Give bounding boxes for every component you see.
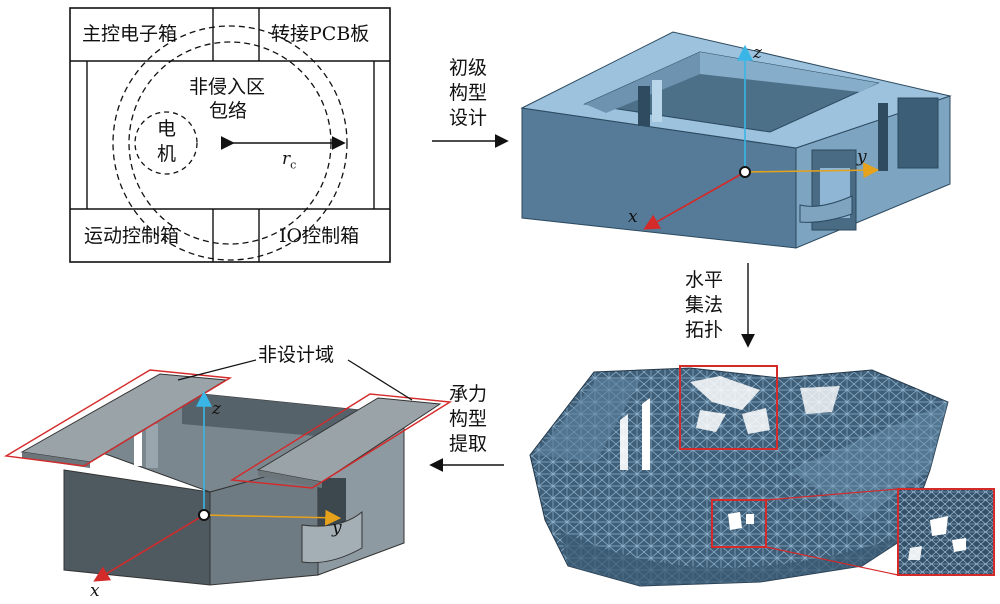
final-y-axis xyxy=(203,509,342,526)
final-origin-dot xyxy=(198,509,210,521)
x-axis-label: x xyxy=(628,207,638,227)
pcb-adapter-label: 转接PCB板 xyxy=(271,23,370,45)
motor-label-line2: 机 xyxy=(157,143,177,165)
step2-label: 水平 集法 拓扑 xyxy=(684,269,723,341)
x-axis xyxy=(643,171,746,230)
final-z-axis-label: z xyxy=(212,399,221,419)
step1-label: 初级 构型 设计 xyxy=(448,57,487,129)
final-model xyxy=(3,359,453,586)
final-x-axis-label: x xyxy=(90,581,100,601)
non-design-domain-label: 非设计域 xyxy=(258,344,335,366)
non-design-outline-left xyxy=(3,369,233,467)
layout-schematic xyxy=(69,7,391,263)
motor-label-line1: 电 xyxy=(157,118,177,140)
highlight-box-top xyxy=(679,365,778,450)
zone-label-line2: 包络 xyxy=(209,100,248,122)
motion-control-box-label: 运动控制箱 xyxy=(84,225,180,247)
step3-label: 承力 构型 提取 xyxy=(448,383,487,455)
initial-model xyxy=(520,31,952,249)
origin-dot xyxy=(739,166,751,178)
zone-label-line1: 非侵入区 xyxy=(189,76,266,98)
non-design-outline-right xyxy=(229,393,453,489)
final-x-axis xyxy=(93,514,205,582)
main-electronics-box-label: 主控电子箱 xyxy=(82,23,178,45)
radius-label: rc xyxy=(282,149,297,172)
y-axis xyxy=(744,162,880,179)
z-axis-label: z xyxy=(753,43,762,63)
highlight-box-side xyxy=(711,499,767,548)
topology-mesh-model xyxy=(529,365,995,587)
y-axis-label: y xyxy=(857,147,867,167)
io-control-box-label: IO控制箱 xyxy=(279,225,360,247)
final-y-axis-label: y xyxy=(332,518,342,538)
